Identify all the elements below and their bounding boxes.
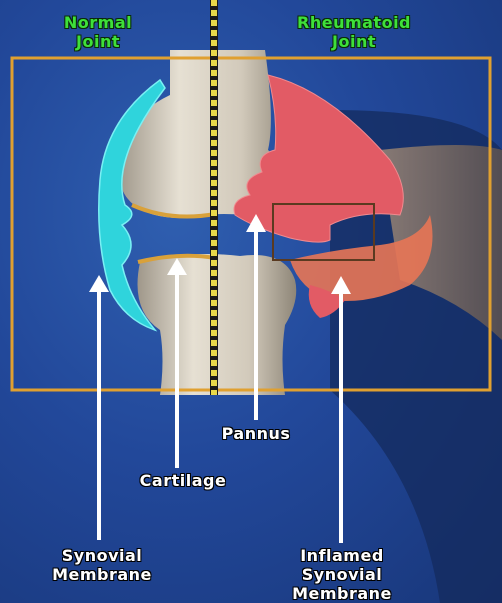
label-cartilage-text: Cartilage — [108, 471, 258, 490]
arrow-synovial — [89, 275, 109, 540]
label-synovial-membrane: Synovial Membrane — [22, 546, 182, 584]
heading-normal-line2: Joint — [28, 32, 168, 51]
label-inflamed-line2: Synovial — [262, 565, 422, 584]
heading-rheumatoid-joint: Rheumatoid Joint — [254, 13, 454, 51]
label-pannus-text: Pannus — [196, 424, 316, 443]
heading-rheumatoid-line2: Joint — [254, 32, 454, 51]
label-cartilage: Cartilage — [108, 471, 258, 490]
heading-rheumatoid-line1: Rheumatoid — [254, 13, 454, 32]
heading-normal-line1: Normal — [28, 13, 168, 32]
label-synovial-line2: Membrane — [22, 565, 182, 584]
label-pannus: Pannus — [196, 424, 316, 443]
label-synovial-line1: Synovial — [22, 546, 182, 565]
heading-normal-joint: Normal Joint — [28, 13, 168, 51]
label-inflamed-synovial-membrane: Inflamed Synovial Membrane — [262, 546, 422, 603]
label-inflamed-line3: Membrane — [262, 584, 422, 603]
label-inflamed-line1: Inflamed — [262, 546, 422, 565]
